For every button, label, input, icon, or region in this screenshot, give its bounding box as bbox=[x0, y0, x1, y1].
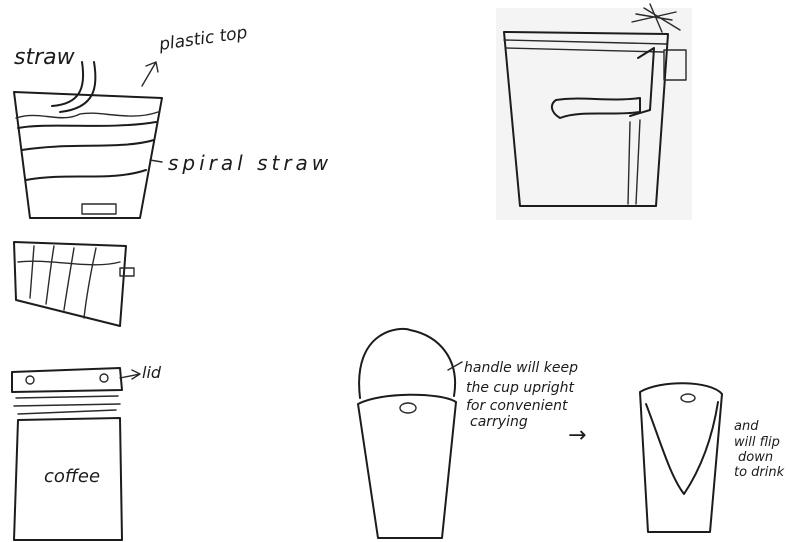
coffee-label: coffee bbox=[44, 466, 100, 487]
cup-detail-sketch bbox=[14, 242, 134, 326]
handle-note-line-3: for convenient bbox=[466, 398, 568, 414]
handle-down-cup-sketch bbox=[640, 383, 722, 532]
spiral-straw-label: spiral straw bbox=[168, 151, 332, 175]
handle-note-line-2: the cup upright bbox=[466, 380, 574, 396]
handle-up-cup-sketch bbox=[358, 329, 462, 538]
spiral-straw-cup-sketch bbox=[14, 62, 162, 218]
handle-note-line-1: handle will keep bbox=[464, 360, 578, 376]
flip-note-line-2: will flip bbox=[734, 435, 780, 450]
straw-label: straw bbox=[14, 45, 76, 70]
handle-note-line-4: carrying bbox=[470, 414, 528, 430]
flip-note-line-4: to drink bbox=[734, 465, 785, 480]
coffee-lid-cup-sketch bbox=[12, 368, 140, 540]
plastic-top-label: plastic top bbox=[157, 23, 249, 55]
lid-label: lid bbox=[142, 363, 162, 382]
flip-arrow: → bbox=[568, 423, 586, 448]
flip-note-line-3: down bbox=[738, 450, 773, 465]
flip-note-line-1: and bbox=[734, 419, 759, 434]
photo-cup-sketch bbox=[496, 4, 692, 220]
